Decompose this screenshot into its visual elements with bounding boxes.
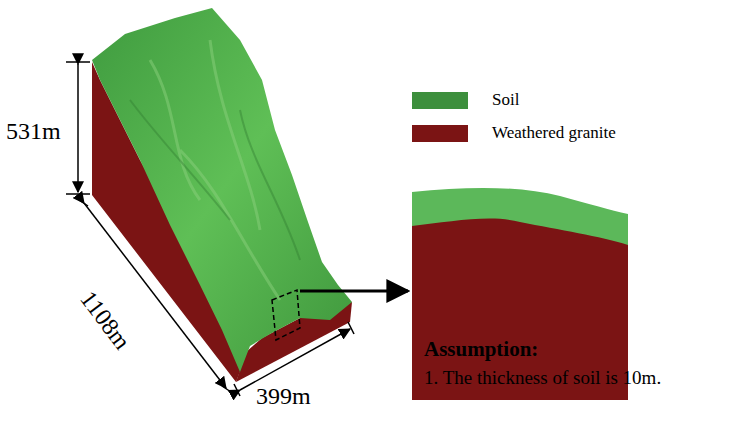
dimension-width: 399m	[256, 383, 311, 409]
dimension-height: 531m	[6, 118, 61, 144]
assumption-heading: Assumption:	[424, 338, 538, 361]
assumption-note: 1. The thickness of soil is 10m.	[424, 368, 661, 389]
legend-text: Weathered granite	[492, 124, 616, 143]
legend-swatch	[412, 125, 468, 142]
dimension-length: 1108m	[75, 286, 136, 354]
legend-swatch	[412, 92, 468, 109]
legend-text: Soil	[492, 91, 519, 110]
soil-surface	[92, 8, 352, 372]
